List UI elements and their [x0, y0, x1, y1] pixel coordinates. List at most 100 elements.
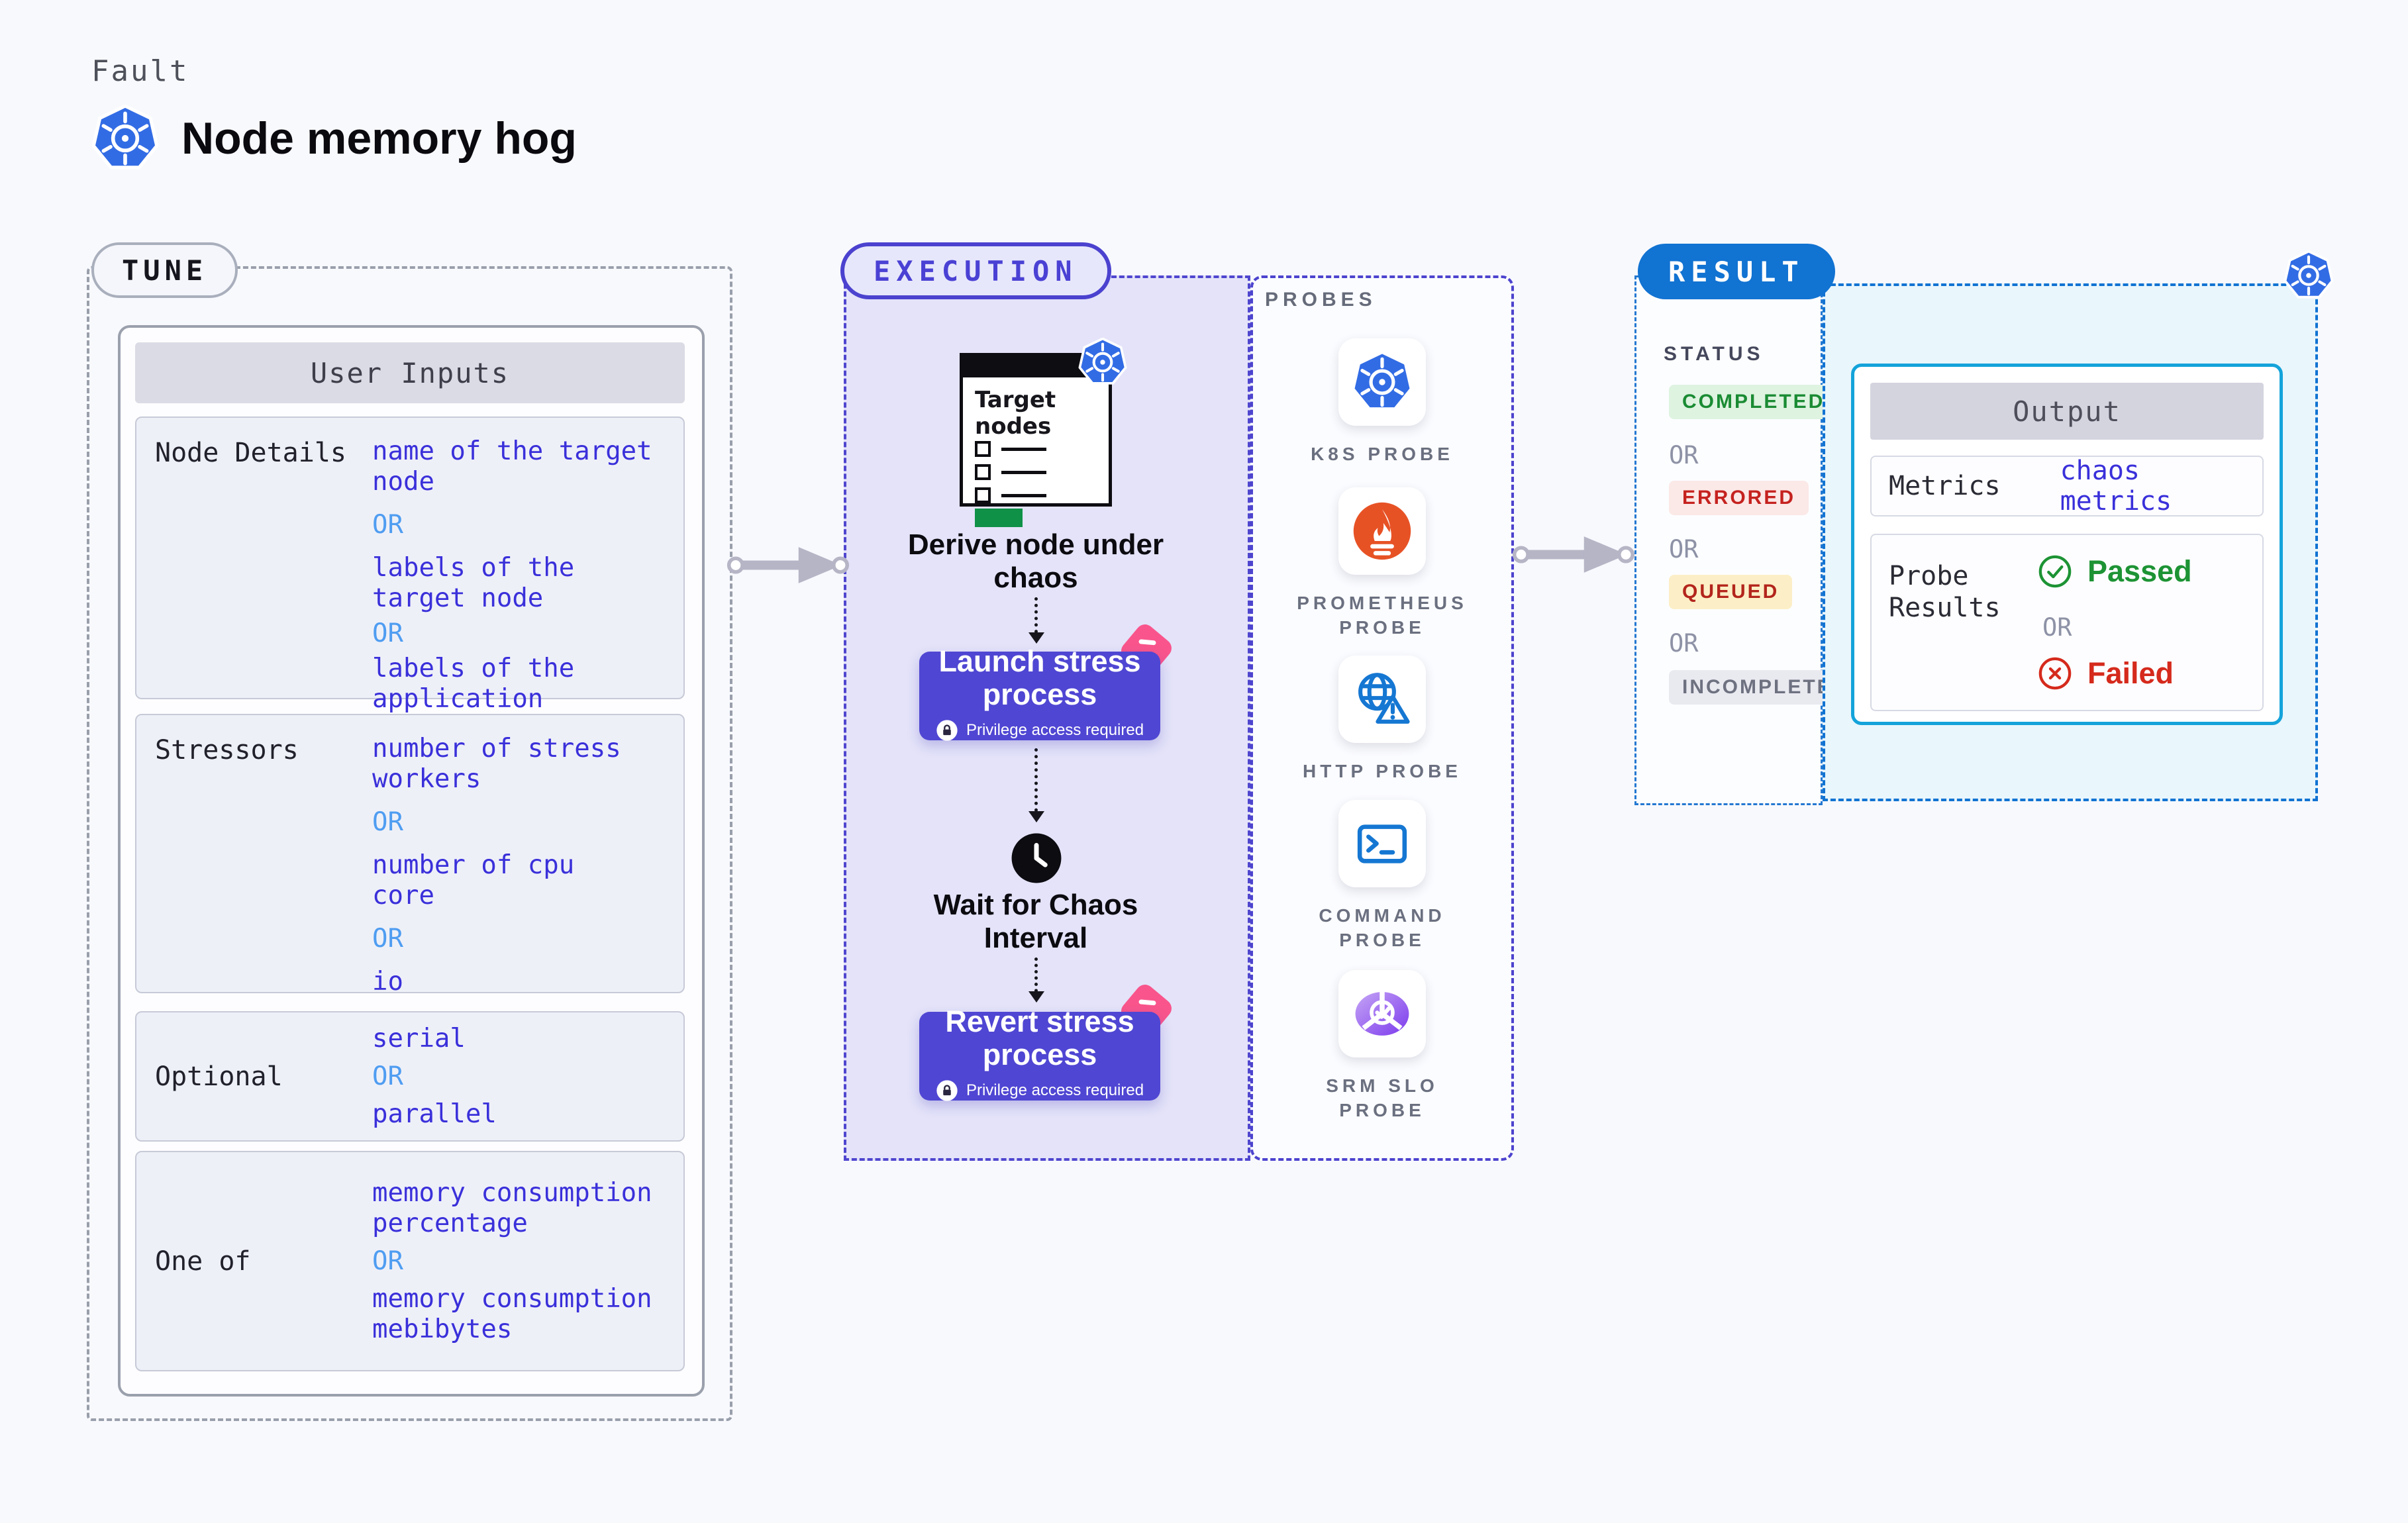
- row-optional: Optional serial OR parallel: [135, 1011, 685, 1142]
- probe-prometheus: PROMETHEUS PROBE: [1250, 487, 1514, 640]
- lock-icon: [936, 720, 958, 741]
- result-status-box: [1634, 275, 1823, 805]
- kubernetes-icon: [2283, 250, 2334, 301]
- or-separator: OR: [372, 924, 403, 954]
- lock-icon: [936, 1080, 958, 1101]
- row-values: memory consumption percentage OR memory …: [355, 1178, 683, 1345]
- probe-label: SRM SLO PROBE: [1326, 1075, 1438, 1120]
- input-value: io: [372, 967, 403, 997]
- k8s-probe-icon: [1338, 338, 1426, 426]
- tune-section-box: [87, 266, 732, 1421]
- or-separator: OR: [372, 618, 403, 648]
- output-header: Output: [1870, 383, 2264, 440]
- status-queued: QUEUED: [1669, 575, 1793, 609]
- user-inputs-header: User Inputs: [135, 342, 685, 403]
- input-value: name of the target node: [372, 436, 652, 497]
- or-separator: OR: [372, 510, 403, 540]
- input-value: number of cpu core: [372, 850, 575, 910]
- node-list-item: [975, 487, 1046, 503]
- status-errored: ERRORED: [1669, 481, 1809, 515]
- line: [1001, 447, 1046, 451]
- privilege-note-row: Privilege access required: [936, 714, 1144, 747]
- prometheus-probe-icon: [1338, 487, 1426, 575]
- or-separator: OR: [2042, 613, 2072, 642]
- target-nodes-title: Target nodes: [975, 387, 1056, 440]
- probe-label: K8S PROBE: [1311, 444, 1454, 464]
- metrics-label: Metrics: [1889, 471, 2001, 501]
- probe-label: HTTP PROBE: [1303, 761, 1462, 781]
- checkbox-icon: [975, 441, 991, 457]
- x-circle-icon: [2038, 657, 2072, 690]
- metrics-row: Metrics chaos metrics: [1870, 456, 2264, 516]
- input-value: number of stress workers: [372, 734, 621, 794]
- node-list-item: [975, 464, 1046, 480]
- revert-stress-process-button[interactable]: Revert stress process Privilege access r…: [919, 1005, 1160, 1101]
- kubernetes-icon: [1078, 338, 1127, 387]
- input-value: memory consumption percentage: [372, 1177, 652, 1238]
- flow-arrow-down: [1028, 958, 1044, 1003]
- privilege-note: Privilege access required: [966, 721, 1144, 739]
- checkbox-icon: [975, 464, 991, 480]
- line: [1001, 470, 1046, 474]
- progress-bar: [975, 509, 1023, 527]
- arrow-execution-to-result: [1512, 536, 1634, 573]
- launch-stress-process-button[interactable]: Launch stress process Privilege access r…: [919, 645, 1160, 741]
- execution-badge: EXECUTION: [840, 242, 1111, 299]
- passed-text: Passed: [2087, 554, 2192, 588]
- probe-command: COMMAND PROBE: [1250, 800, 1514, 952]
- failed-text: Failed: [2087, 656, 2174, 690]
- http-probe-icon: [1338, 656, 1426, 743]
- row-label: Node Details: [155, 438, 346, 468]
- row-one-of: One of memory consumption percentage OR …: [135, 1151, 685, 1371]
- kubernetes-icon: [91, 105, 159, 172]
- or-separator: OR: [1669, 629, 1699, 658]
- or-separator: OR: [372, 807, 403, 837]
- privilege-note: Privilege access required: [966, 1081, 1144, 1099]
- or-separator: OR: [372, 1246, 403, 1276]
- row-label: One of: [155, 1246, 251, 1277]
- probe-results-label: Probe Results: [1889, 561, 2001, 623]
- wait-chaos-caption: Wait for Chaos Interval: [933, 889, 1138, 954]
- status-label: STATUS: [1664, 343, 1764, 365]
- metrics-value: chaos metrics: [2060, 456, 2172, 516]
- row-label: Optional: [155, 1061, 283, 1092]
- row-node-details: Node Details name of the target node OR …: [135, 417, 685, 775]
- probe-label: PROMETHEUS PROBE: [1297, 593, 1468, 638]
- output-card: Output Metrics chaos metrics Probe Resul…: [1851, 364, 2283, 725]
- button-label: Revert stress process: [945, 1005, 1134, 1071]
- input-value: parallel: [372, 1099, 497, 1129]
- flow-arrow-down: [1028, 597, 1044, 644]
- fault-kicker: Fault: [91, 54, 189, 88]
- probe-results-row: Probe Results Passed OR Failed: [1870, 534, 2264, 711]
- result-badge: RESULT: [1638, 244, 1835, 299]
- row-values: name of the target node OR labels of the…: [355, 418, 683, 775]
- row-stressors: Stressors number of stress workers OR nu…: [135, 714, 685, 997]
- status-completed: COMPLETED: [1669, 385, 1838, 419]
- passed-result: Passed: [2037, 554, 2192, 589]
- row-label: Stressors: [155, 735, 299, 765]
- row-values: serial OR parallel: [355, 1024, 683, 1130]
- input-value: serial: [372, 1023, 466, 1054]
- probes-label: PROBES: [1265, 289, 1377, 311]
- page-title-row: Node memory hog: [91, 105, 577, 172]
- failed-result: Failed: [2037, 656, 2174, 691]
- command-probe-icon: [1338, 800, 1426, 887]
- checkbox-icon: [975, 487, 991, 503]
- target-nodes-card: Target nodes: [960, 353, 1112, 527]
- or-separator: OR: [1669, 441, 1699, 469]
- or-separator: OR: [372, 1061, 403, 1091]
- node-list-item: [975, 441, 1046, 457]
- probe-k8s: K8S PROBE: [1250, 338, 1514, 466]
- clock-icon: [1011, 833, 1062, 883]
- button-label: Launch stress process: [938, 644, 1141, 711]
- tune-badge: TUNE: [91, 242, 238, 298]
- row-values: number of stress workers OR number of cp…: [355, 715, 683, 997]
- probe-http: HTTP PROBE: [1250, 656, 1514, 783]
- page-title: Node memory hog: [181, 113, 577, 164]
- privilege-note-row: Privilege access required: [936, 1074, 1144, 1107]
- flow-arrow-down: [1028, 748, 1044, 822]
- user-inputs-card: User Inputs Node Details name of the tar…: [118, 325, 705, 1397]
- probe-srm-slo: SRM SLO PROBE: [1250, 970, 1514, 1122]
- or-separator: OR: [1669, 535, 1699, 564]
